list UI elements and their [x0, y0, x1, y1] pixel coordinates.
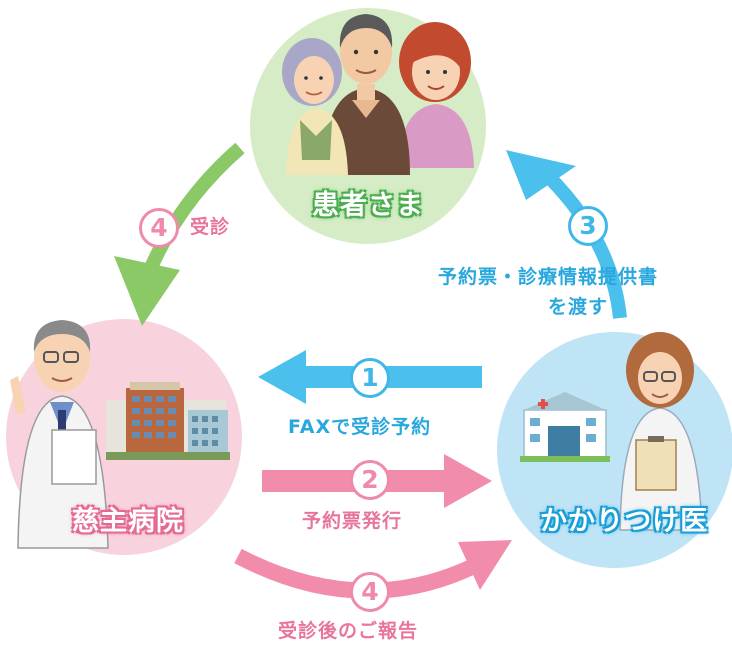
- step-label-hand-over-line2: を渡す: [548, 296, 609, 318]
- step-label-fax: FAXで受診予約: [288, 416, 432, 438]
- step-badge-4-report: 4: [350, 572, 390, 612]
- blue-arrow-hand-over: [506, 150, 627, 319]
- step-badge-2: 2: [350, 460, 390, 500]
- clinic-building-illustration: [520, 392, 610, 462]
- node-label-hospital: 慈主病院: [72, 506, 184, 537]
- step-badge-4-visit: 4: [139, 208, 179, 248]
- blue-arrow-fax: [258, 350, 482, 404]
- clinic-doctor-illustration: [619, 332, 703, 531]
- node-label-clinic: かかりつけ医: [540, 506, 709, 537]
- green-arrow-visit: [114, 142, 245, 326]
- step-badge-1: 1: [350, 358, 390, 398]
- patients-illustration: [282, 14, 474, 175]
- step-label-visit: 受診: [190, 216, 231, 238]
- hospital-building-illustration: [106, 382, 230, 460]
- hospital-doctor-illustration: [10, 320, 109, 549]
- step-label-report: 受診後のご報告: [278, 620, 419, 642]
- step-label-ticket: 予約票発行: [302, 510, 403, 532]
- step-badge-3: 3: [568, 206, 608, 246]
- step-label-hand-over-line1: 予約票・診療情報提供書: [438, 266, 659, 288]
- node-label-patient: 患者さま: [312, 190, 424, 221]
